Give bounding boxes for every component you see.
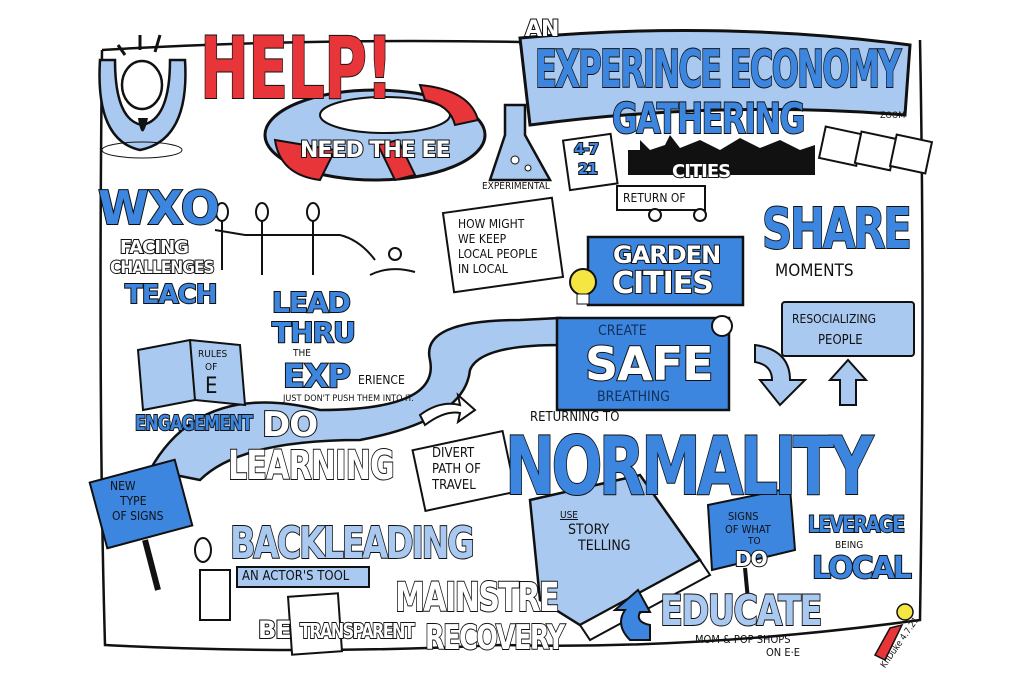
mask-face-icon (711, 315, 733, 337)
on-ee-label: ON E·E (766, 646, 800, 659)
new-signs-line3: OF SIGNS (112, 509, 164, 523)
river-arrow-icon (418, 392, 477, 427)
life-ring-icon (263, 83, 487, 182)
divert-box (411, 429, 517, 513)
erience-label: ERIENCE (358, 373, 405, 387)
create-safe-box (555, 316, 731, 412)
garden-cities-box (586, 235, 745, 307)
mainstream-label: MAINSTRE (394, 575, 560, 621)
garden-label: GARDEN (612, 241, 722, 269)
be-label: BE (257, 616, 293, 644)
page-frame (99, 39, 924, 652)
mom-pop-label: MOM & POP SHOPS (695, 633, 791, 646)
story-label: STORY (568, 522, 610, 538)
exp-label: EXP (282, 357, 352, 395)
educate-label: EDUCATE (659, 586, 823, 635)
returning-to-label: RETURNING TO (530, 410, 620, 425)
transparent-paper-icon (286, 592, 344, 656)
experimental-label: EXPERIMENTAL (482, 181, 550, 192)
actors-tool-label: AN ACTOR'S TOOL (242, 569, 350, 584)
push-note: JUST DON'T PUSH THEM INTO IT. (283, 394, 414, 404)
facing-label: FACING (119, 237, 190, 258)
ring-text: NEED THE EE (299, 138, 452, 163)
how-might-line4: IN LOCAL (458, 262, 508, 276)
signs-what-line1: SIGNS (728, 510, 759, 523)
share-label: SHARE (761, 197, 912, 262)
create-label: CREATE (598, 323, 647, 339)
lightbulb-icon (569, 268, 597, 305)
recovery-label: RECOVERY (424, 618, 566, 658)
resocializing-label: RESOCIALIZING (792, 312, 876, 326)
rules-book-line1: RULES (198, 349, 228, 360)
people-label: PEOPLE (818, 333, 863, 348)
how-might-line3: LOCAL PEOPLE (458, 247, 538, 261)
help-headline: HELP! (199, 19, 393, 119)
transparent-label: TRANSPARENT (299, 619, 415, 643)
date-line2: 21 (577, 160, 599, 178)
new-signs-line2: TYPE (120, 494, 147, 508)
rules-book-line3: E (205, 374, 218, 399)
title-an: AN (524, 17, 560, 42)
breathing-label: BREATHING (597, 389, 670, 405)
down-arrow-icon (754, 343, 808, 407)
how-might-box (441, 196, 565, 294)
educate-arrow-icon (612, 588, 652, 641)
how-might-line1: HOW MIGHT (458, 217, 525, 231)
river-path (148, 316, 562, 482)
city-skyline (628, 135, 815, 175)
normality-label: NORMALITY (504, 420, 874, 513)
return-of-label: RETURN OF (623, 191, 686, 205)
leverage-label: LEVERAGE (807, 513, 906, 538)
cities-label: CITIES (671, 161, 732, 182)
telling-label: TELLING (578, 538, 631, 554)
divert-line3: TRAVEL (432, 478, 476, 493)
signs-what-line2: OF WHAT (725, 523, 771, 536)
resocializing-box (781, 301, 915, 357)
garden-cities-label: CITIES (611, 266, 715, 301)
divert-line2: PATH OF (432, 462, 481, 477)
new-signs-board (88, 458, 194, 550)
date-box (561, 132, 619, 192)
signs-what-line3: TO (748, 536, 761, 547)
flask-icon (488, 103, 553, 182)
title-gathering: GATHERING (611, 94, 806, 143)
the-label: THE (293, 348, 311, 359)
being-label: BEING (835, 540, 864, 551)
challenges-label: CHALLENGES (109, 258, 215, 278)
up-arrow-icon (827, 358, 869, 406)
zoom-screens-icon (817, 125, 934, 175)
do-label: DO (261, 405, 319, 445)
divert-line1: DIVERT (432, 446, 475, 461)
teach-label: TEACH (124, 280, 218, 310)
signs-what-board (706, 486, 797, 572)
engagement-label: ENGAGEMENT (134, 411, 253, 435)
local-label: LOCAL (811, 551, 913, 586)
reader-figure-icon (194, 537, 231, 621)
lead-label: LEAD (271, 286, 352, 319)
safe-label: SAFE (584, 337, 715, 391)
wxo-label: WXO (97, 181, 221, 235)
date-line1: 4-7 (573, 140, 600, 158)
signature-pen-icon (873, 603, 914, 662)
use-label: USE (560, 510, 578, 521)
rescue-figures-icon (214, 202, 416, 276)
backleading-label: BACKLEADING (229, 518, 475, 569)
rules-book-line2: OF (205, 362, 218, 373)
title-main: EXPERINCE ECONOMY (534, 40, 902, 100)
thru-label: THRU (271, 316, 357, 349)
moments-label: MOMENTS (775, 261, 854, 281)
title-banner (518, 28, 912, 127)
new-signs-line1: NEW (110, 479, 136, 493)
learning-label: LEARNING (227, 443, 395, 489)
how-might-line2: WE KEEP (458, 232, 507, 246)
zoom-label: ZOOM (880, 111, 906, 121)
actors-tool-box (236, 566, 370, 588)
screaming-face-icon (98, 34, 187, 159)
signs-do-label: DO (734, 547, 769, 571)
cart-icon (616, 185, 707, 222)
